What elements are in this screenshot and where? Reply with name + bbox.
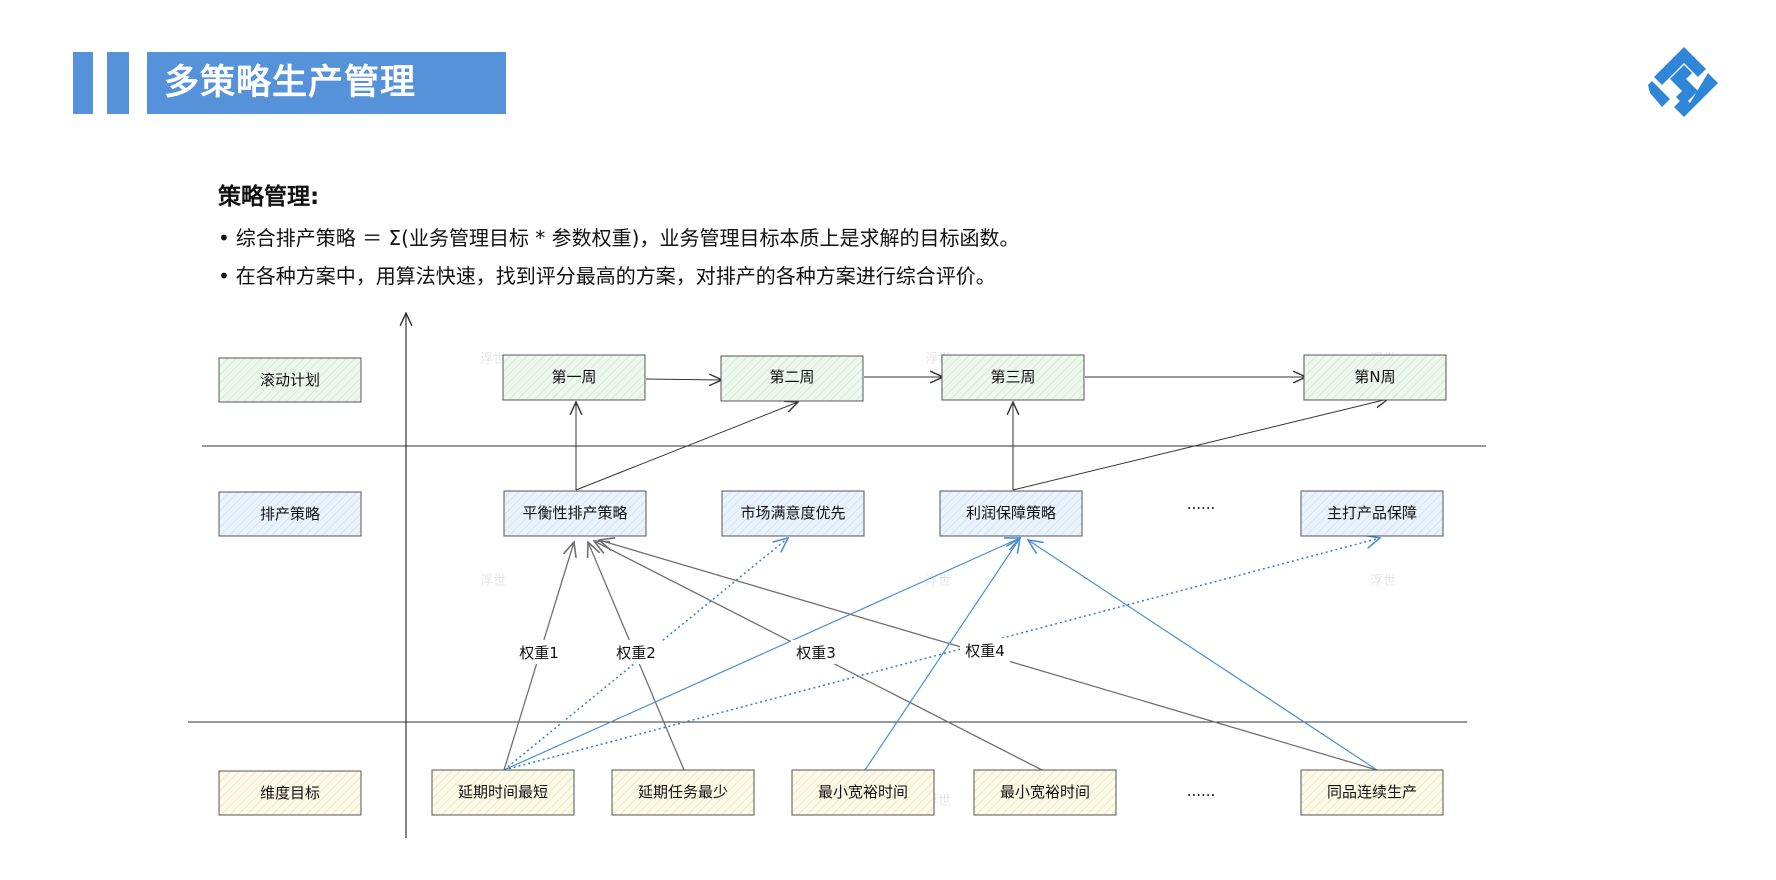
goal-label: 延期时间最短 <box>458 783 548 801</box>
goal-label: 最小宽裕时间 <box>1000 783 1090 801</box>
week-label: 第三周 <box>990 368 1035 386</box>
weight-label: 权重4 <box>965 642 1005 660</box>
watermarks: 浮世 浮世 浮世 浮世 浮世 浮世 浮世 <box>480 352 1396 809</box>
strategy-label: 市场满意度优先 <box>740 504 845 522</box>
strategy-box: 市场满意度优先 <box>721 490 865 537</box>
watermark: 浮世 <box>480 352 506 367</box>
watermark: 浮世 <box>925 574 951 589</box>
strategy-label: 主打产品保障 <box>1327 504 1417 522</box>
intro-bullet: •综合排产策略 ＝ Σ(业务管理目标 * 参数权重)，业务管理目标本质上是求解的… <box>218 222 1019 251</box>
row-label-rolling-plan: 滚动计划 <box>218 357 362 403</box>
blue-link <box>503 538 1020 771</box>
dotted-link <box>503 538 788 771</box>
row-label-text: 排产策略 <box>260 505 320 523</box>
goal-label: 最小宽裕时间 <box>818 783 908 801</box>
watermark: 浮世 <box>1370 574 1396 589</box>
weight-label: 权重1 <box>519 644 559 662</box>
header-accent-bar <box>73 52 93 114</box>
goal-box: 最小宽裕时间 <box>973 769 1117 816</box>
strategy-box: 主打产品保障 <box>1300 490 1444 537</box>
bullet-text: 在各种方案中，用算法快速，找到评分最高的方案，对排产的各种方案进行综合评价。 <box>235 264 996 288</box>
goal-label: 延期任务最少 <box>638 783 728 801</box>
week-box: 第一周 <box>502 354 646 401</box>
goal-box: 延期任务最少 <box>611 769 755 816</box>
row-label-dimension: 维度目标 <box>218 770 362 816</box>
strategy-label: 利润保障策略 <box>966 504 1056 522</box>
week-label: 第二周 <box>769 368 814 386</box>
brand-logo-icon <box>1648 47 1718 117</box>
page-title: 多策略生产管理 <box>147 52 506 114</box>
dotted-link <box>503 538 1380 771</box>
row-label-text: 维度目标 <box>260 784 320 802</box>
blue-link <box>864 538 1020 771</box>
bullet-text: 综合排产策略 ＝ Σ(业务管理目标 * 参数权重)，业务管理目标本质上是求解的目… <box>235 226 1020 250</box>
blue-link <box>1028 540 1378 771</box>
strategy-week-arrow <box>575 402 798 491</box>
ellipsis-goal: ...... <box>1187 782 1216 800</box>
strategy-label: 平衡性排产策略 <box>522 504 627 522</box>
row-label-text: 滚动计划 <box>260 371 320 389</box>
strategy-box: 利润保障策略 <box>939 490 1083 537</box>
ellipsis-strategy: ...... <box>1187 495 1216 513</box>
week-label: 第N周 <box>1354 368 1395 386</box>
row-label-strategy: 排产策略 <box>218 491 362 537</box>
bullet-marker: • <box>218 264 230 288</box>
header-accent-bar <box>107 52 129 114</box>
goal-label: 同品连续生产 <box>1327 783 1417 801</box>
week-box: 第N周 <box>1303 354 1447 401</box>
intro-heading: 策略管理: <box>218 184 320 210</box>
weight-label: 权重2 <box>616 644 656 662</box>
week-arrow <box>645 379 722 380</box>
week-label: 第一周 <box>551 368 596 386</box>
goal-box: 同品连续生产 <box>1300 769 1444 816</box>
week-box: 第二周 <box>720 355 864 402</box>
week-box: 第三周 <box>941 354 1085 401</box>
watermark: 浮世 <box>480 574 506 589</box>
bullet-marker: • <box>218 226 230 250</box>
strategy-box: 平衡性排产策略 <box>503 490 647 537</box>
goal-box: 最小宽裕时间 <box>791 769 935 816</box>
strategy-week-arrow <box>1012 399 1388 491</box>
weight-label: 权重3 <box>796 644 836 662</box>
goal-box: 延期时间最短 <box>431 769 575 816</box>
intro-bullet: •在各种方案中，用算法快速，找到评分最高的方案，对排产的各种方案进行综合评价。 <box>218 260 996 289</box>
